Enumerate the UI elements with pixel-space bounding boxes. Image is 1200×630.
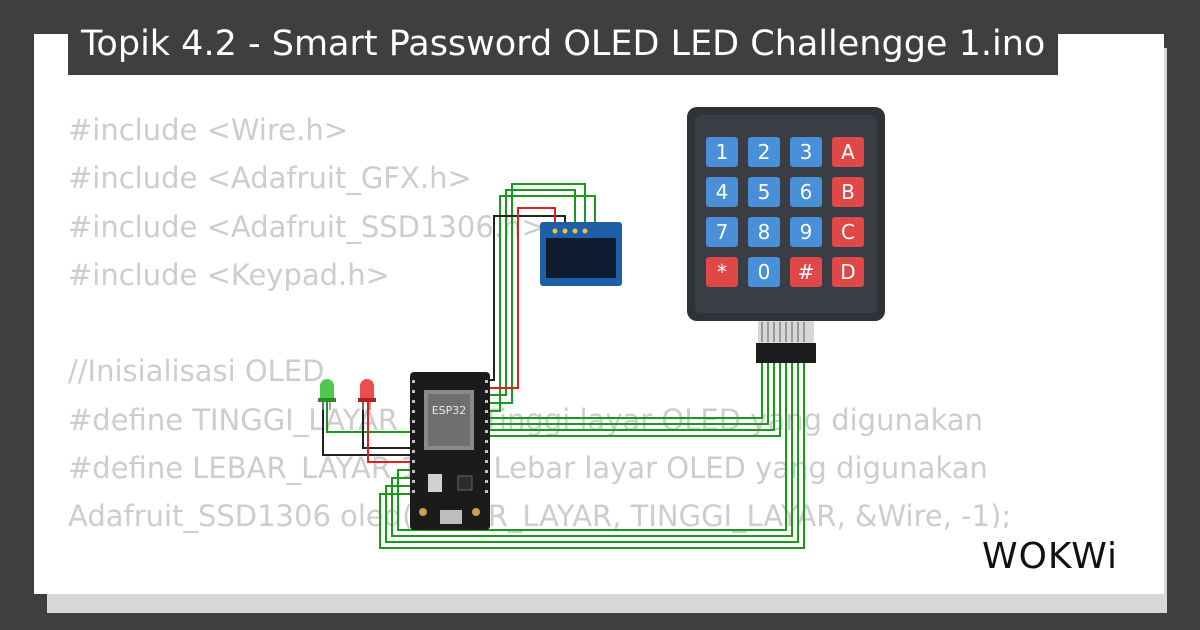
keypad-key-9[interactable]	[790, 217, 822, 247]
code-line: #include <Wire.h>	[68, 113, 349, 147]
red-wires	[367, 207, 556, 463]
wokwi-logo-text: WOKWi	[982, 536, 1118, 577]
keypad-key-C[interactable]	[832, 217, 864, 247]
black-wires	[322, 215, 566, 456]
keypad-key-A[interactable]	[832, 137, 864, 167]
keypad-key-label: 5	[758, 180, 771, 204]
page-title: Topik 4.2 - Smart Password OLED LED Chal…	[68, 13, 1059, 75]
keypad-key-#[interactable]	[790, 257, 822, 287]
led-red[interactable]	[358, 379, 376, 410]
keypad-key-label: 7	[716, 220, 729, 244]
keypad-key-label: 6	[800, 180, 813, 204]
keypad-key-label: D	[840, 260, 855, 284]
code-line: #include <Keypad.h>	[68, 257, 390, 292]
keypad-key-label: 9	[800, 220, 813, 244]
keypad-key-label: 1	[716, 140, 729, 164]
keypad-key-label: B	[841, 180, 855, 204]
keypad-key-label: 2	[758, 140, 771, 164]
keypad-key-5[interactable]	[748, 177, 780, 207]
esp32-board[interactable]: ESP32	[410, 372, 490, 530]
code-preview: #include <Wire.h> #include <Adafruit_GFX.…	[68, 106, 1011, 594]
keypad-key-label: 8	[758, 220, 771, 244]
keypad-key-label: A	[841, 140, 855, 164]
keypad-key-8[interactable]	[748, 217, 780, 247]
preview-card: #include <Wire.h> #include <Adafruit_GFX.…	[34, 34, 1164, 594]
keypad-key-7[interactable]	[706, 217, 738, 247]
keypad-key-label: 0	[758, 260, 771, 284]
keypad-key-3[interactable]	[790, 137, 822, 167]
keypad-key-*[interactable]	[706, 257, 738, 287]
oled-display[interactable]	[540, 222, 622, 286]
code-line: #include <Adafruit_SSD1306.h>	[68, 209, 546, 244]
keypad-key-2[interactable]	[748, 137, 780, 167]
esp32-label: ESP32	[432, 404, 467, 417]
keypad-key-D[interactable]	[832, 257, 864, 287]
keypad-key-B[interactable]	[832, 177, 864, 207]
keypad-key-0[interactable]	[748, 257, 780, 287]
keypad-key-label: 4	[716, 180, 729, 204]
code-line: //Inisialisasi OLED	[68, 354, 325, 389]
keypad-key-label: #	[798, 260, 815, 284]
keypad-key-label: C	[841, 220, 855, 244]
keypad-4x4[interactable]: 1 2 3 A 4 5 6 B 7 8 9 C * 0 # D	[687, 107, 885, 363]
led-green[interactable]	[318, 379, 336, 410]
keypad-key-label: *	[717, 260, 727, 284]
keypad-key-label: 3	[800, 140, 813, 164]
wokwi-logo: WOKWi	[974, 528, 1150, 582]
keypad-key-4[interactable]	[706, 177, 738, 207]
keypad-key-6[interactable]	[790, 177, 822, 207]
keypad-key-1[interactable]	[706, 137, 738, 167]
green-wires	[326, 183, 805, 549]
code-line: #include <Adafruit_GFX.h>	[68, 161, 472, 196]
